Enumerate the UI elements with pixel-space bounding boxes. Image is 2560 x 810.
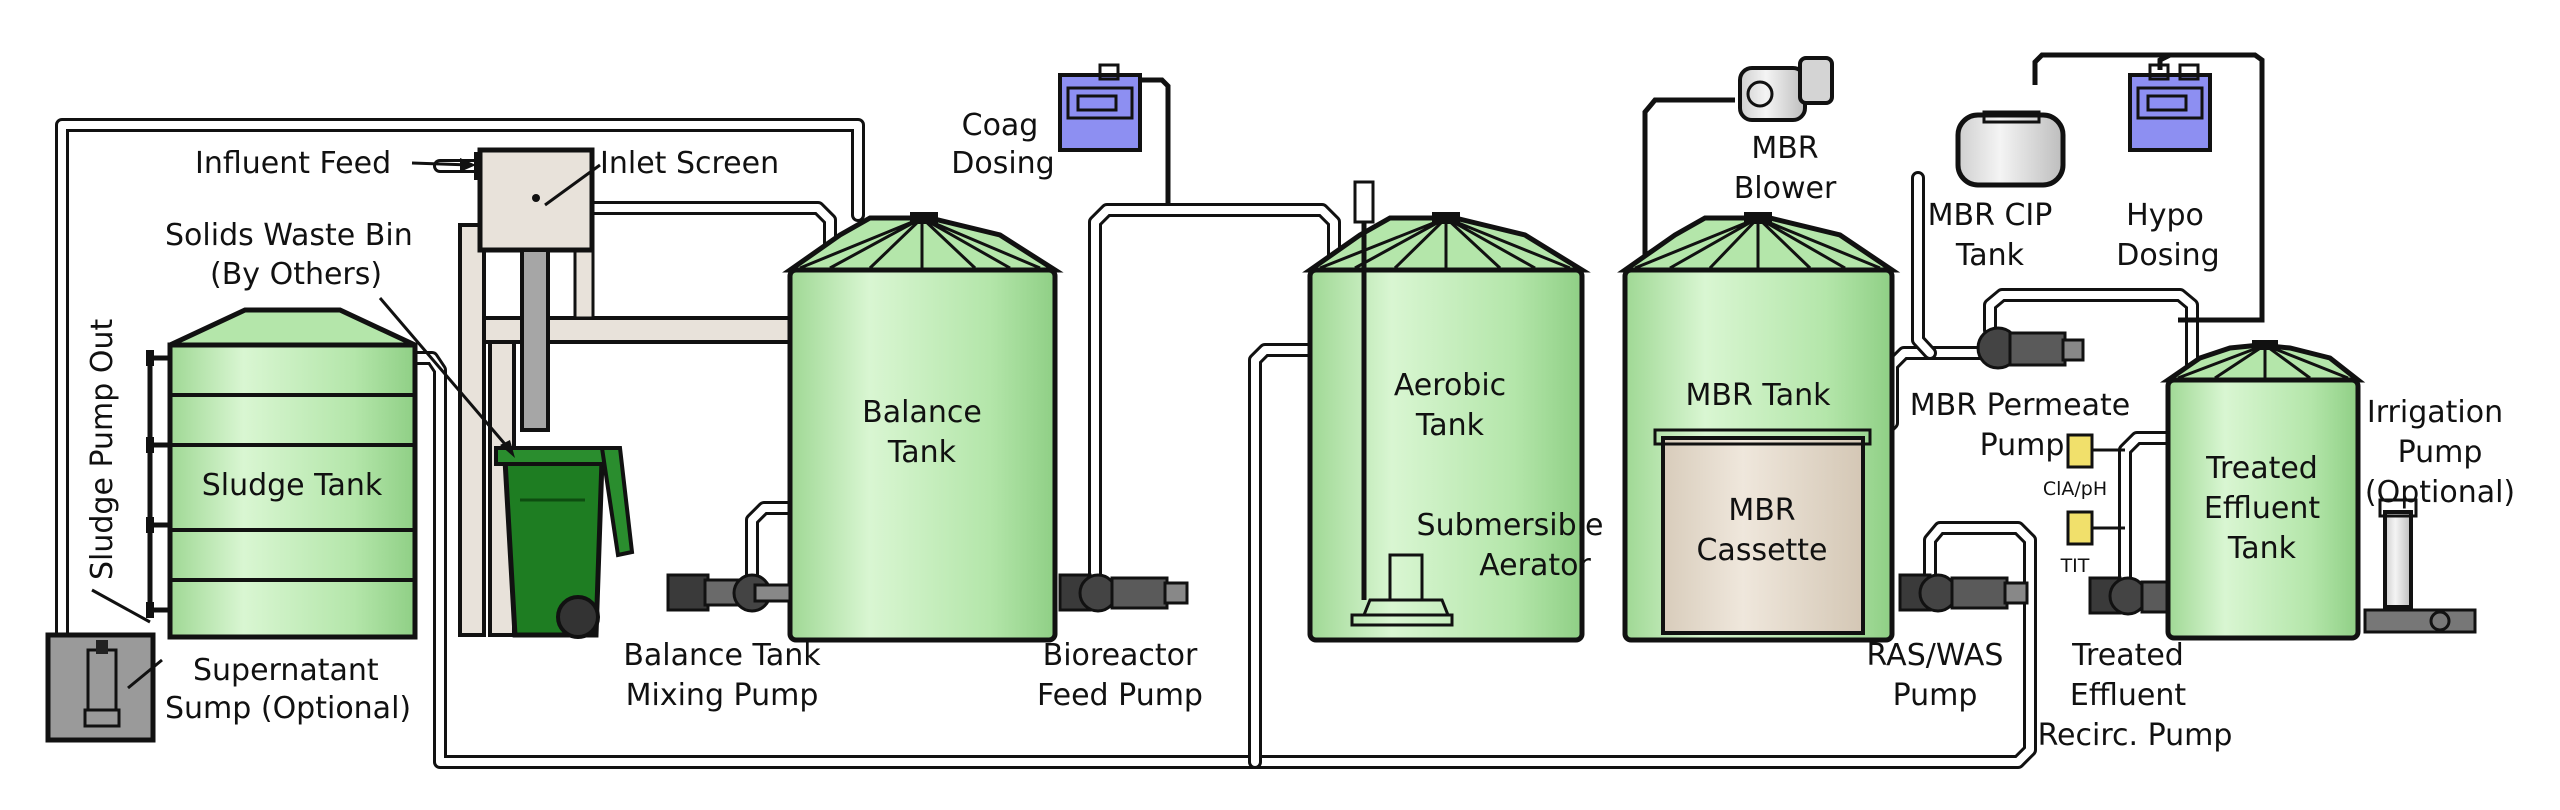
label-mbr-cassette-2: Cassette: [1696, 533, 1827, 568]
mbr-cip-tank: [1955, 110, 2066, 188]
label-irrigation-1: Irrigation: [2367, 395, 2503, 430]
label-irrigation-2: Pump: [2398, 435, 2483, 470]
label-coag-2: Dosing: [951, 146, 1054, 181]
balance-tank-mixing-pump: [666, 573, 792, 613]
solids-waste-bin: [494, 446, 635, 639]
label-treated-pump-2: Effluent: [2070, 678, 2186, 713]
screen-stand: [458, 223, 792, 637]
label-aerator-2: Aerator: [1479, 548, 1591, 583]
treated-effluent-tank: [2159, 340, 2366, 641]
label-irrigation-3: (Optional): [2365, 475, 2515, 510]
label-coag-1: Coag: [962, 108, 1039, 143]
supernatant-sump: [45, 632, 156, 743]
bioreactor-feed-pump: [1058, 573, 1189, 613]
label-permeate-pump-2: Pump: [1980, 428, 2065, 463]
hypo-dosing-unit: [2128, 63, 2212, 152]
label-influent-feed: Influent Feed: [195, 146, 391, 181]
label-sludge-pump-out: Sludge Pump Out: [85, 319, 120, 580]
label-mbr-cassette-1: MBR: [1728, 493, 1795, 528]
label-tit: TIT: [2060, 555, 2090, 577]
mbr-permeate-pump: [1976, 326, 2085, 370]
aerobic-tank: [1302, 180, 1591, 643]
label-sludge-tank: Sludge Tank: [202, 468, 383, 503]
label-hypo-2: Dosing: [2116, 238, 2219, 273]
label-balance-tank-2: Tank: [887, 435, 957, 470]
label-mbr-cip-1: MBR CIP: [1928, 198, 2053, 233]
label-bioreactor-pump-1: Bioreactor: [1043, 638, 1198, 673]
sludge-tank: [146, 307, 418, 640]
label-treated-tank-2: Effluent: [2204, 491, 2320, 526]
label-treated-tank-1: Treated: [2205, 451, 2318, 486]
label-cla-ph: ClA/pH: [2043, 478, 2107, 500]
label-aerobic-tank-1: Aerobic: [1394, 368, 1506, 403]
mbr-blower: [1738, 56, 1834, 122]
label-aerator-1: Submersible: [1417, 508, 1604, 543]
label-mbr-cip-2: Tank: [1955, 238, 2025, 273]
balance-tank: [782, 212, 1064, 643]
instruments: [2066, 433, 2125, 546]
label-balance-pump-2: Mixing Pump: [626, 678, 819, 713]
label-bioreactor-pump-2: Feed Pump: [1037, 678, 1203, 713]
label-ras-was-2: Pump: [1893, 678, 1978, 713]
coag-dosing-unit: [1058, 63, 1142, 152]
label-treated-pump-1: Treated: [2071, 638, 2184, 673]
label-mbr-blower-1: MBR: [1751, 131, 1818, 166]
label-treated-pump-3: Recirc. Pump: [2038, 718, 2233, 753]
label-treated-tank-3: Tank: [2227, 531, 2297, 566]
label-solids-bin-2: (By Others): [210, 257, 382, 292]
labels: Influent Feed Inlet Screen Solids Waste …: [85, 108, 2515, 753]
ras-was-pump: [1898, 573, 2029, 613]
label-balance-pump-1: Balance Tank: [623, 638, 821, 673]
label-inlet-screen: Inlet Screen: [600, 146, 779, 181]
inlet-screen: [474, 147, 595, 432]
label-permeate-pump-1: MBR Permeate: [1910, 388, 2130, 423]
leader-lines: [91, 158, 601, 690]
label-ras-was-1: RAS/WAS: [1867, 638, 2004, 673]
mbr-cassette: [1653, 428, 1872, 635]
label-mbr-tank: MBR Tank: [1686, 378, 1832, 413]
label-mbr-blower-2: Blower: [1734, 171, 1837, 206]
label-balance-tank-1: Balance: [862, 395, 982, 430]
label-hypo-1: Hypo: [2126, 198, 2204, 233]
label-aerobic-tank-2: Tank: [1415, 408, 1485, 443]
label-supernatant-1: Supernatant: [193, 653, 379, 688]
irrigation-pump: [2363, 498, 2477, 634]
submersible-aerator: [1350, 553, 1454, 627]
label-solids-bin-1: Solids Waste Bin: [165, 218, 413, 253]
label-supernatant-2: Sump (Optional): [165, 691, 411, 726]
